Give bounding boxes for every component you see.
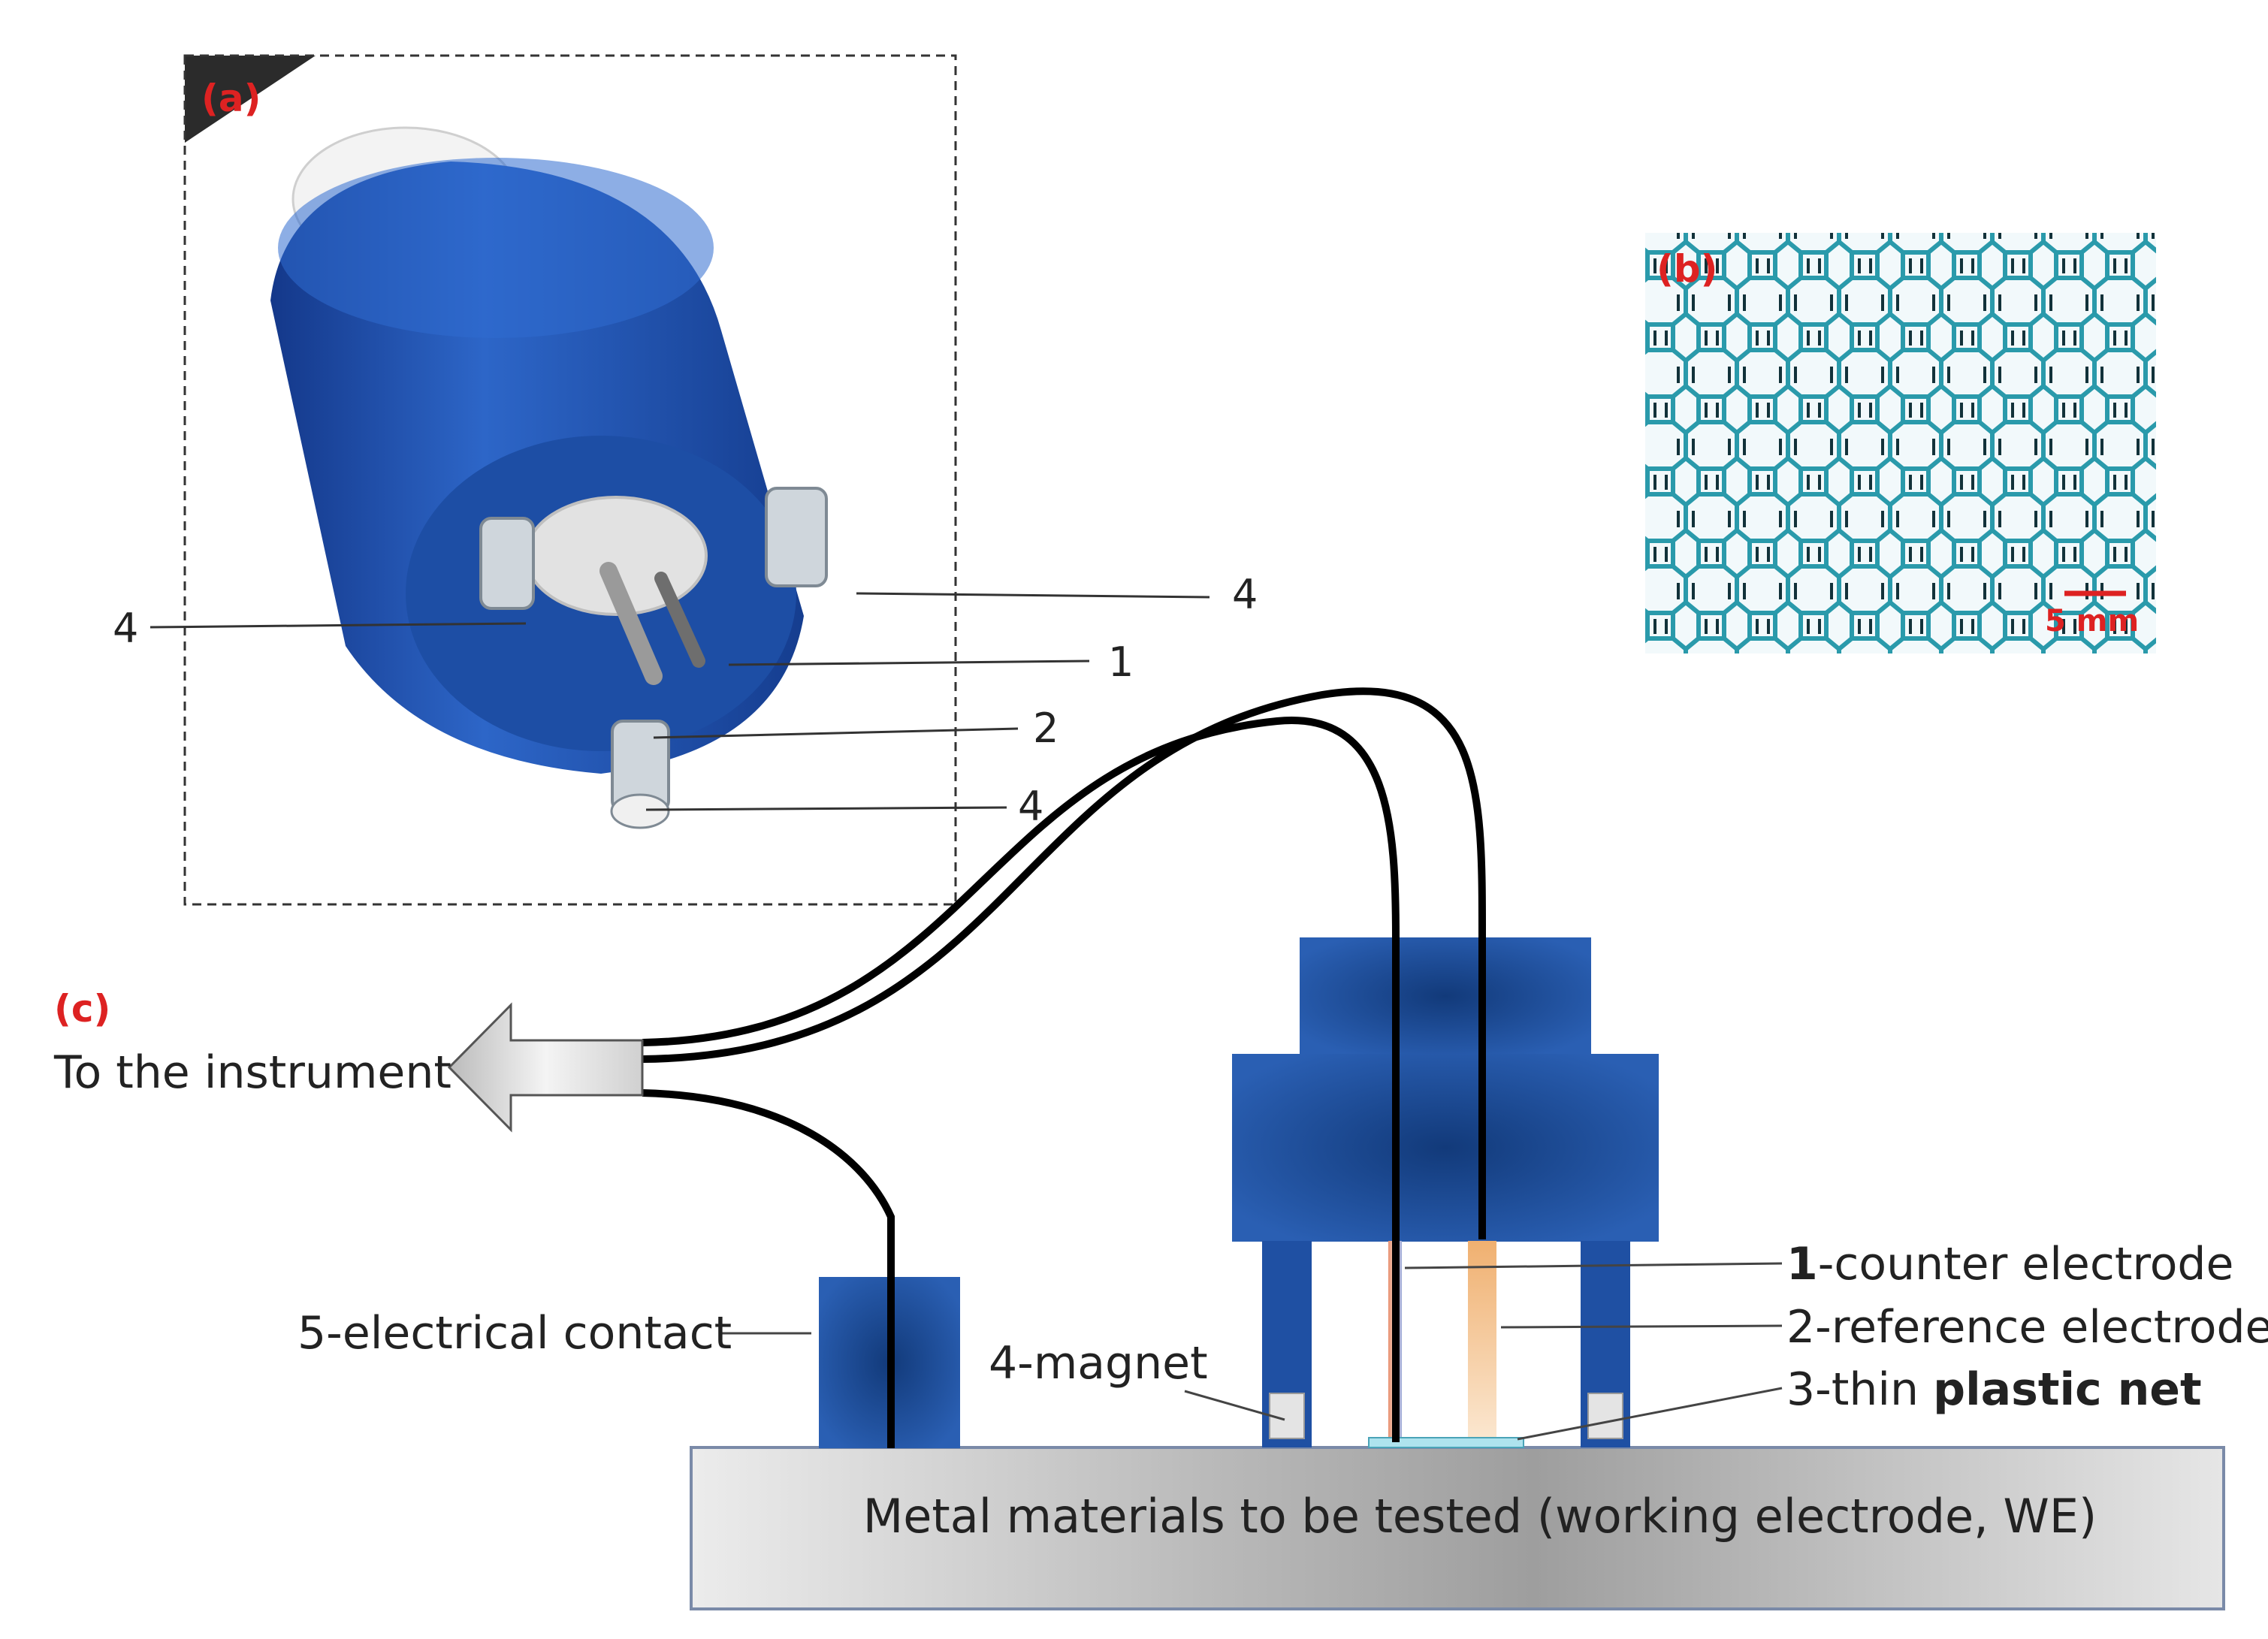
metal-working-electrode [690,1446,2225,1610]
counter-leader [1404,1262,1783,1269]
panel-a-frame [183,54,957,906]
cable-counter [642,716,1400,1442]
probe-head-lower [1232,1054,1659,1242]
callout-left-4: 4 [113,605,138,652]
scale-bar-label: 5 mm [2045,604,2139,638]
plastic-net-photo [1645,233,2156,653]
callout-line-2 [653,727,1019,739]
callout-right-4: 4 [1232,571,1258,618]
net-leader [1517,1387,1783,1441]
callout-line-left-4 [149,622,527,629]
arrow-to-instrument [447,1002,644,1133]
photo-shadow [185,56,316,143]
cable-contact [642,1089,895,1448]
callout-line-1 [728,660,1090,666]
plastic-net [1368,1437,1524,1448]
reference-leader [1500,1324,1783,1329]
legend-counter-electrode: 1-counter electrode [1786,1238,2233,1290]
legend-counter-number: 1 [1786,1238,1818,1290]
magnet-leader [1184,1390,1285,1421]
panel-b-tag: (b) [1656,247,1718,291]
legend-plastic-net: 3-thin plastic net [1786,1363,2202,1416]
callout-2: 2 [1033,705,1059,752]
panel-c: (c) Metal materials to be tested (workin… [53,687,2268,1610]
instrument-label: To the instrument [53,1046,451,1099]
contact-label: 5-electrical contact [297,1307,732,1360]
legend-net-text: 3-thin [1786,1363,1933,1416]
panel-a: (a) 4 4 1 2 4 [113,54,1258,906]
working-electrode-label: Metal materials to be tested (working el… [863,1489,2097,1544]
electrode-1-rod [599,562,663,685]
reference-electrode [1468,1241,1496,1444]
magnet-bottom-end [610,793,670,829]
legend-counter-text: -counter electrode [1818,1238,2234,1290]
magnet-label: 4-magnet [989,1337,1208,1390]
cable-reference [642,687,1487,1239]
magnet-right [765,487,828,587]
panel-b: (b) 5 mm [1645,233,2156,653]
magnet-left [479,517,535,610]
legend-net-bold: plastic net [1933,1363,2202,1416]
panel-a-tag: (a) [201,77,261,120]
callout-line-right-4 [856,592,1210,599]
callout-bottom-4: 4 [1018,783,1043,830]
callout-line-bottom-4 [645,806,1007,811]
probe-head-upper [1300,937,1591,1055]
probe-rim [278,158,714,338]
callout-1: 1 [1108,638,1134,686]
electrode-2-rod [654,572,705,668]
legend-reference-electrode: 2-reference electrode [1786,1301,2268,1354]
panel-c-tag: (c) [54,987,110,1031]
magnet-right-c [1587,1393,1623,1439]
